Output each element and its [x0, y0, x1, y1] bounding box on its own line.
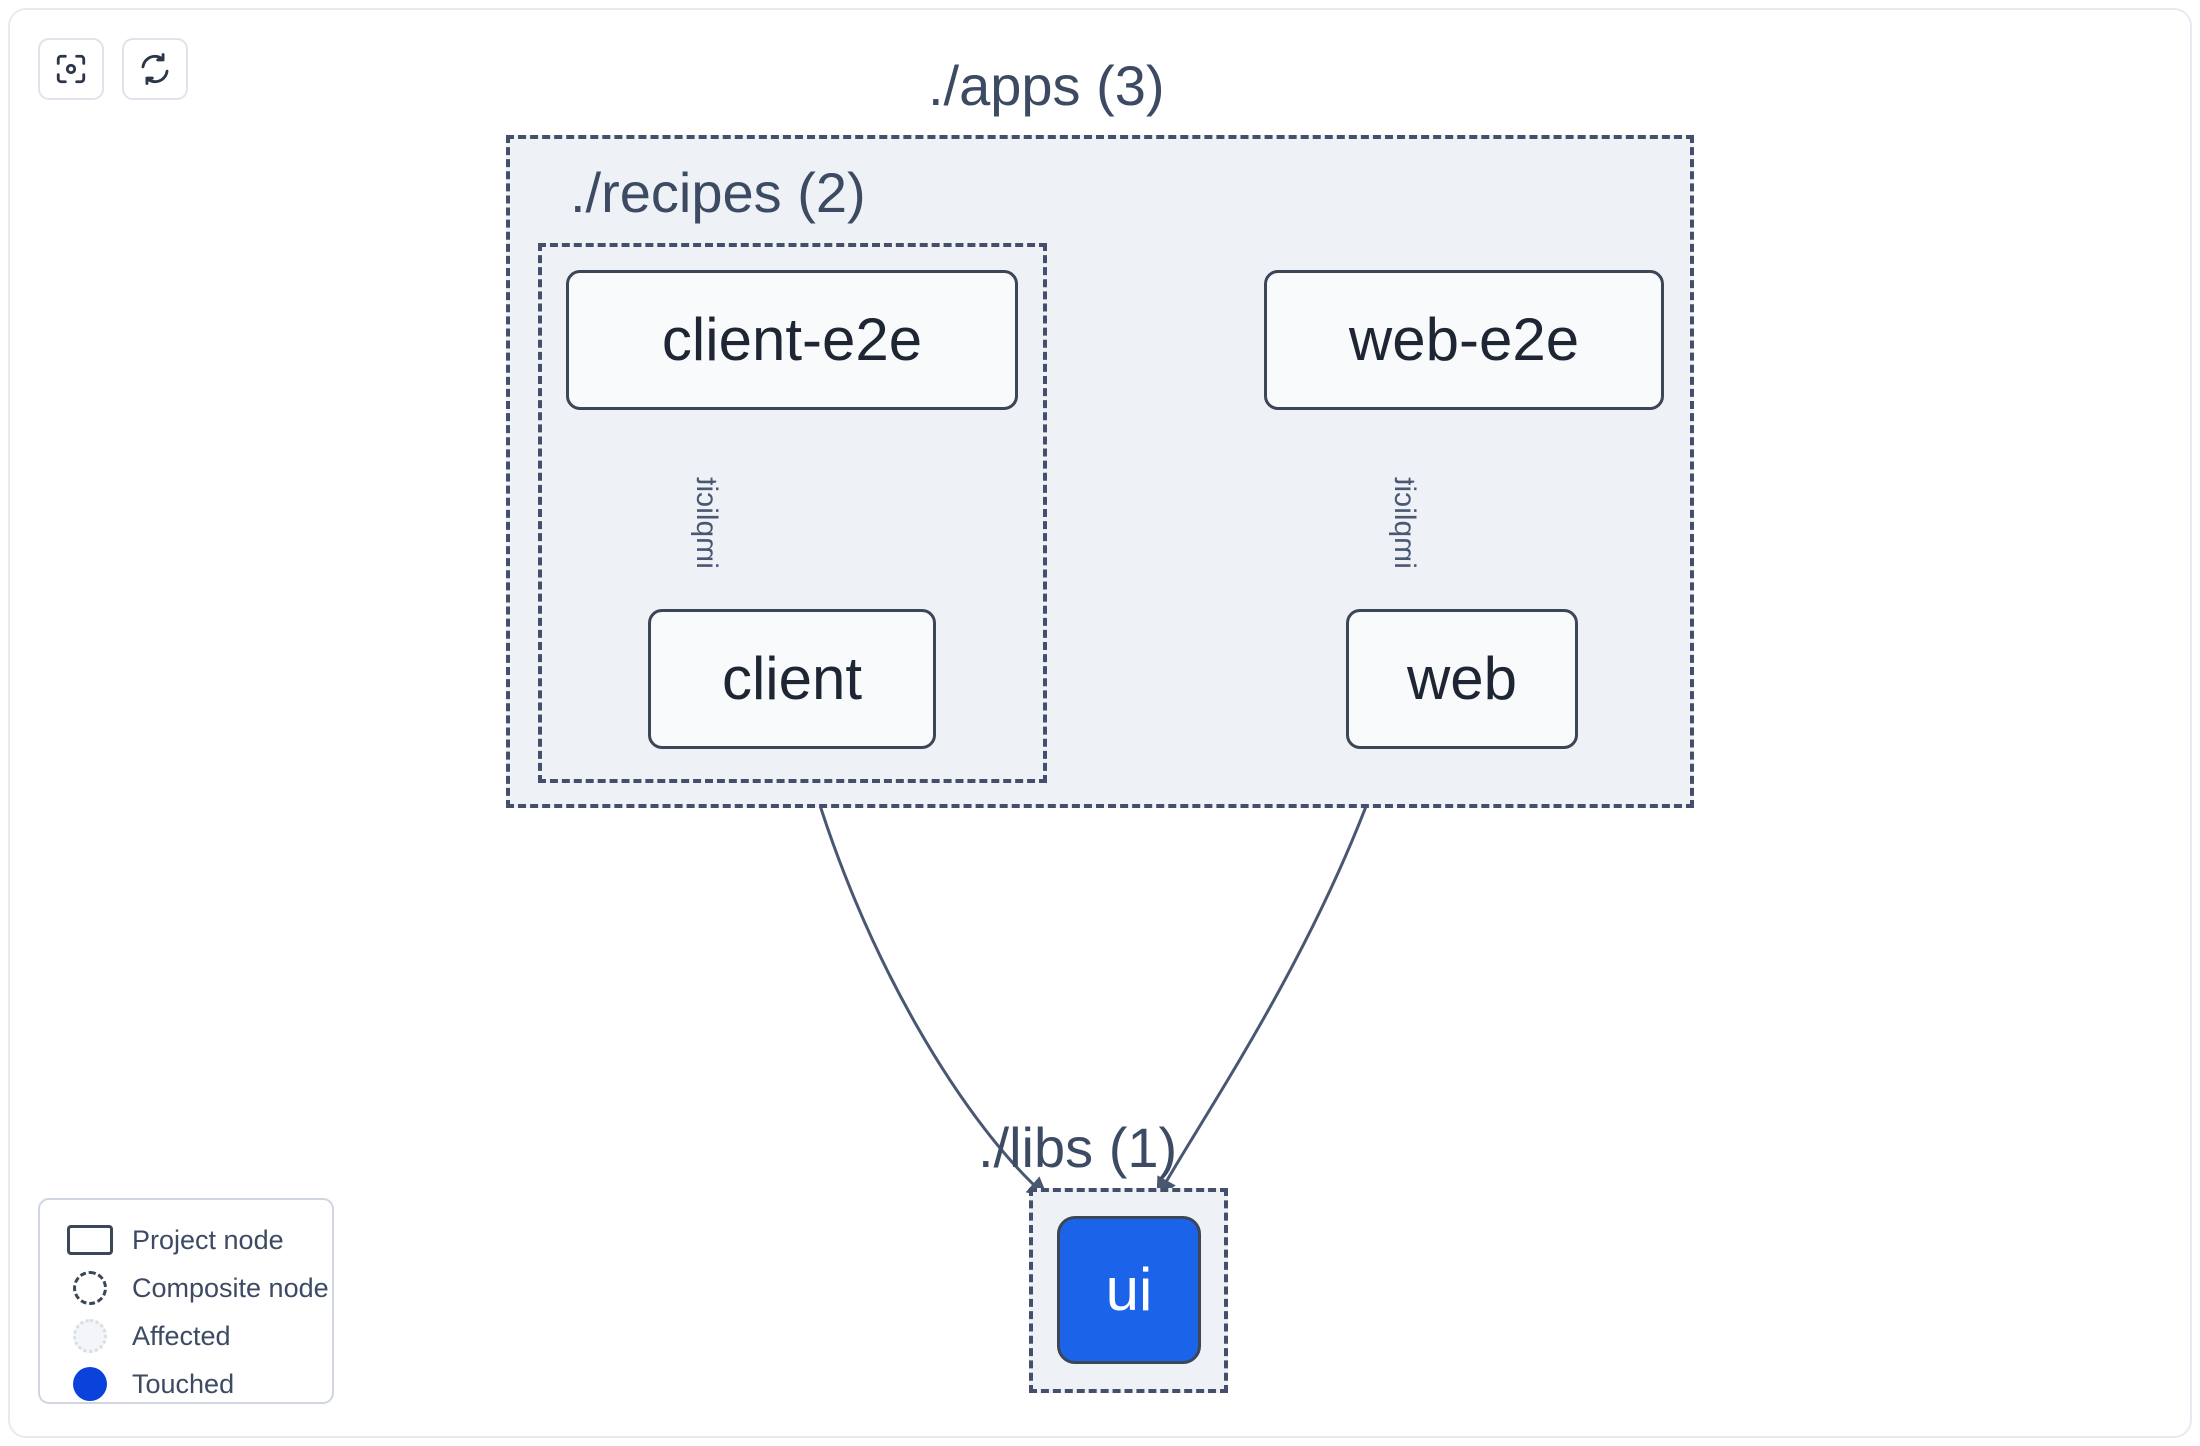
legend-label-project-node: Project node: [132, 1224, 284, 1255]
edge-label-implicit-client: implicit: [689, 477, 723, 569]
legend-item-composite-node: Composite node: [62, 1264, 332, 1312]
group-label-libs: ./libs (1): [978, 1116, 1178, 1179]
project-node-web[interactable]: web: [1346, 609, 1578, 749]
legend-label-affected: Affected: [132, 1320, 231, 1351]
group-label-apps: ./apps (3): [928, 54, 1165, 117]
project-node-client[interactable]: client: [648, 609, 936, 749]
legend-label-touched: Touched: [132, 1368, 235, 1399]
touched-swatch: [62, 1367, 118, 1401]
project-node-client-e2e[interactable]: client-e2e: [566, 270, 1018, 410]
legend-item-touched: Touched: [62, 1360, 332, 1408]
focus-icon: [54, 52, 88, 86]
refresh-icon: [138, 52, 172, 86]
graph-legend: Project node Composite node Affected Tou…: [38, 1198, 334, 1404]
focus-graph-button[interactable]: [38, 38, 104, 100]
project-node-web-e2e[interactable]: web-e2e: [1264, 270, 1664, 410]
affected-swatch: [62, 1319, 118, 1353]
legend-item-project-node: Project node: [62, 1216, 332, 1264]
edge-label-implicit-web: implicit: [1387, 477, 1421, 569]
legend-item-affected: Affected: [62, 1312, 332, 1360]
legend-label-composite-node: Composite node: [132, 1272, 329, 1303]
project-node-swatch: [62, 1225, 118, 1255]
refresh-graph-button[interactable]: [122, 38, 188, 100]
edge-client-to-ui: [802, 750, 1049, 1199]
group-label-recipes: ./recipes (2): [570, 161, 866, 224]
edge-web-to-ui: [1156, 750, 1388, 1199]
graph-toolbar: [38, 38, 188, 100]
project-node-ui[interactable]: ui: [1057, 1216, 1201, 1364]
composite-node-swatch: [62, 1271, 118, 1305]
